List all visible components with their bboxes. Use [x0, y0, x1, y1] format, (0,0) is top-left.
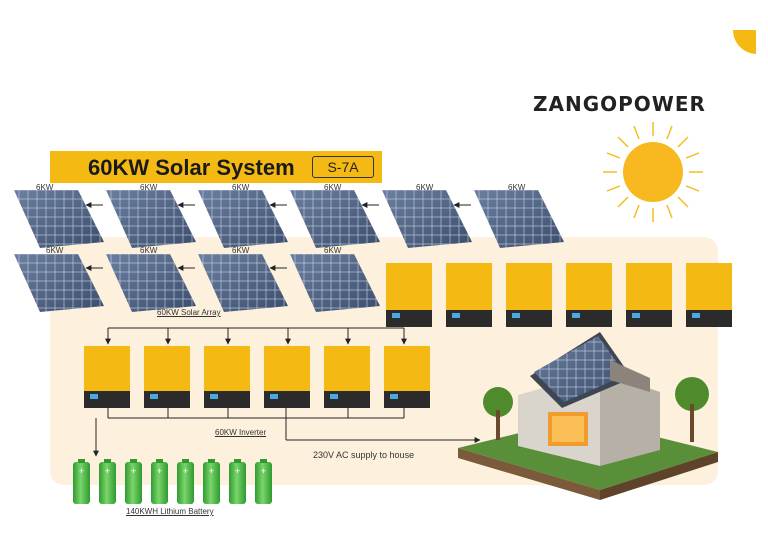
battery-icon: + [177, 459, 194, 504]
inverter [84, 346, 130, 408]
panel-label: 6KW [140, 246, 158, 255]
battery-icon: + [73, 459, 90, 504]
svg-text:+: + [131, 466, 136, 476]
solar-panel [290, 254, 380, 312]
battery-icon: + [255, 459, 272, 504]
panel-label: 6KW [416, 183, 434, 192]
svg-text:+: + [235, 466, 240, 476]
panel-label: 6KW [232, 246, 250, 255]
title-banner: 60KW Solar System S-7A [50, 151, 382, 183]
battery-icon: + [229, 459, 246, 504]
solar-array-label: 60KW Solar Array [157, 308, 221, 317]
solar-panel [382, 190, 472, 248]
solar-panel [14, 190, 104, 248]
ac-output-lines [93, 408, 481, 457]
inverter [324, 346, 370, 408]
svg-text:+: + [79, 466, 84, 476]
inverter [686, 263, 732, 327]
panel-label: 6KW [324, 183, 342, 192]
inverter [626, 263, 672, 327]
inverter [204, 346, 250, 408]
model-code-badge: S-7A [312, 156, 374, 178]
solar-panel [290, 190, 380, 248]
battery-icon: + [203, 459, 220, 504]
sun-icon [603, 122, 703, 222]
panel-connections [85, 202, 471, 271]
panel-label: 6KW [36, 183, 54, 192]
inverter [384, 346, 430, 408]
brand-logo: ZANGOPOWER [533, 92, 706, 116]
house-illustration [458, 332, 718, 500]
corner-accent [732, 30, 756, 54]
svg-text:+: + [261, 466, 266, 476]
panel-label: 6KW [140, 183, 158, 192]
svg-text:+: + [105, 466, 110, 476]
svg-text:+: + [209, 466, 214, 476]
inverter [566, 263, 612, 327]
battery-icon: + [99, 459, 116, 504]
inverter [264, 346, 310, 408]
solar-panel [198, 190, 288, 248]
solar-panel [106, 254, 196, 312]
battery-label: 140KWH Lithium Battery [126, 507, 214, 516]
inverter [506, 263, 552, 327]
panel-label: 6KW [508, 183, 526, 192]
battery-bank: + + + + + + + + [73, 459, 272, 504]
panel-label: 6KW [46, 246, 64, 255]
inverter [446, 263, 492, 327]
solar-panel [106, 190, 196, 248]
battery-icon: + [151, 459, 168, 504]
inverter-label: 60KW Inverter [215, 428, 267, 437]
panel-label: 6KW [324, 246, 342, 255]
battery-icon: + [125, 459, 142, 504]
inverter [386, 263, 432, 327]
page-title: 60KW Solar System [88, 155, 295, 180]
panel-label: 6KW [232, 183, 250, 192]
solar-panel [14, 254, 104, 312]
solar-panel [474, 190, 564, 248]
inverter [144, 346, 190, 408]
dc-bus-lines [105, 327, 407, 345]
solar-panel [198, 254, 288, 312]
ac-supply-label: 230V AC supply to house [313, 450, 415, 460]
svg-text:+: + [183, 466, 188, 476]
svg-text:+: + [157, 466, 162, 476]
